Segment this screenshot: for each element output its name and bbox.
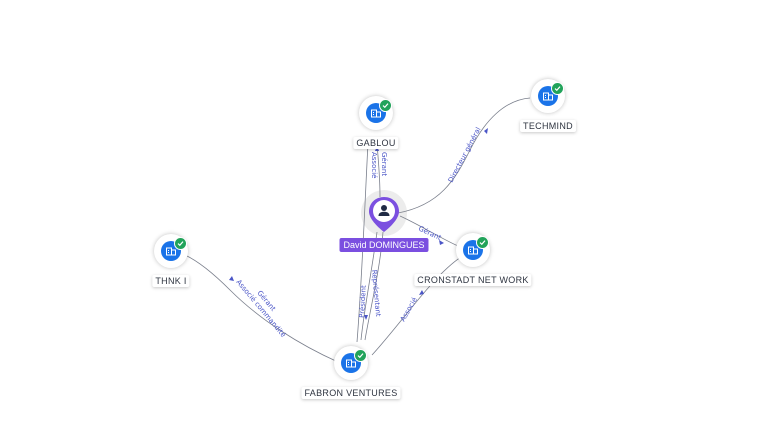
company-name: THNK I	[152, 275, 190, 287]
company-name: GABLOU	[353, 137, 399, 149]
arrow-fabron	[364, 315, 368, 320]
user-icon	[369, 197, 399, 232]
verified-check-icon	[476, 236, 489, 249]
edge-fabron-cronstadt	[371, 254, 466, 356]
arrow-thnki	[229, 276, 234, 281]
verified-check-icon	[354, 349, 367, 362]
company-name: FABRON VENTURES	[301, 387, 401, 399]
arrow-techmind	[484, 128, 488, 134]
verified-check-icon	[379, 99, 392, 112]
relation-label: Directeur général	[447, 126, 483, 184]
verified-check-icon	[174, 237, 187, 250]
edge-person-cronstadt	[399, 215, 459, 247]
edge-person-techmind	[397, 97, 531, 214]
arrow-cronstadt	[439, 240, 444, 245]
arrow-cronstadt-2	[419, 290, 424, 295]
relation-label: Président	[358, 285, 368, 318]
company-name: CRONSTADT NET WORK	[414, 274, 532, 286]
relation-label: Associé	[399, 296, 419, 323]
person-name: David DOMINGUES	[339, 238, 429, 252]
relation-label: Associé	[370, 152, 378, 178]
relation-label: Associé commandité	[234, 278, 287, 339]
edge-fabron-thnki	[184, 254, 339, 363]
relation-label: Gérant	[380, 152, 388, 176]
verified-check-icon	[551, 82, 564, 95]
relation-label: Représentant	[370, 269, 382, 317]
company-name: TECHMIND	[520, 120, 576, 132]
